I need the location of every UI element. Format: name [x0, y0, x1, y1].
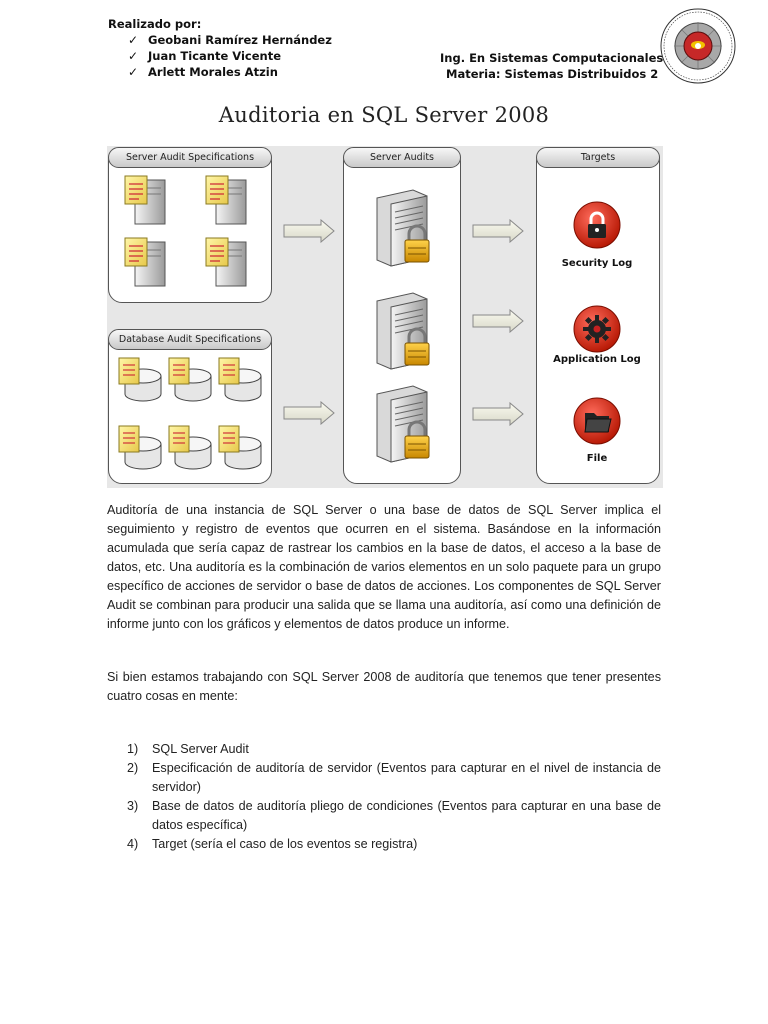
server-spec-icons [124, 175, 247, 287]
locked-server-icon [376, 385, 430, 463]
list-number: 2) [127, 761, 139, 775]
checkmark-icon: ✓ [128, 49, 139, 63]
subject-label: Materia: Sistemas Distribuidos 2 [446, 67, 659, 81]
server-audits-title: Server Audits [343, 147, 461, 168]
audit-diagram: Server Audit Specifications Database Aud… [107, 146, 663, 488]
target-application-log: Application Log [553, 354, 641, 365]
server-spec-icon [124, 175, 166, 225]
page-title: Auditoria en SQL Server 2008 [218, 103, 550, 127]
arrow-right-icon [472, 402, 524, 426]
list-text: SQL Server Audit [152, 742, 249, 756]
arrow-right-icon [472, 309, 524, 333]
database-audit-specs-title: Database Audit Specifications [108, 329, 272, 350]
course-info: Ing. En Sistemas Computacionales Materia… [440, 50, 663, 82]
list-text: Especificación de auditoría de servidor … [152, 761, 661, 794]
author-item: ✓ Geobani Ramírez Hernández [108, 32, 332, 48]
list-number: 4) [127, 837, 139, 851]
server-spec-icon [124, 237, 166, 287]
file-folder-icon [573, 397, 621, 445]
list-item: 4) Target (sería el caso de los eventos … [127, 835, 661, 854]
checkmark-icon: ✓ [128, 65, 139, 79]
arrow-right-icon [283, 219, 335, 243]
server-spec-icon [205, 175, 247, 225]
server-spec-icon [205, 237, 247, 287]
author-item: ✓ Arlett Morales Atzin [108, 64, 332, 80]
four-things-paragraph: Si bien estamos trabajando con SQL Serve… [107, 670, 661, 703]
database-spec-icon [118, 357, 162, 402]
target-security-log: Security Log [561, 258, 633, 269]
database-spec-icon [218, 425, 262, 470]
security-log-lock-icon [573, 201, 621, 249]
list-number: 1) [127, 742, 139, 756]
career-label: Ing. En Sistemas Computacionales [440, 51, 664, 65]
locked-server-icon [376, 292, 430, 370]
database-spec-icon [168, 425, 212, 470]
database-spec-icon [118, 425, 162, 470]
database-spec-icon [168, 357, 212, 402]
list-text: Target (sería el caso de los eventos se … [152, 837, 418, 851]
author-name: Juan Ticante Vicente [148, 49, 282, 63]
list-number: 3) [127, 799, 139, 813]
targets-title: Targets [536, 147, 660, 168]
intro-paragraph: Auditoría de una instancia de SQL Server… [107, 503, 661, 631]
arrow-right-icon [283, 401, 335, 425]
institute-seal-icon [660, 8, 736, 84]
author-item: ✓ Juan Ticante Vicente [108, 48, 332, 64]
author-name: Arlett Morales Atzin [148, 65, 278, 79]
target-file: File [586, 453, 608, 464]
numbered-list: 1) SQL Server Audit 2) Especificación de… [127, 740, 661, 854]
author-name: Geobani Ramírez Hernández [148, 33, 332, 47]
application-log-gear-icon [573, 305, 621, 353]
locked-server-icon [376, 189, 430, 267]
database-spec-icons [118, 357, 262, 470]
list-item: 3) Base de datos de auditoría pliego de … [127, 797, 661, 835]
list-item: 2) Especificación de auditoría de servid… [127, 759, 661, 797]
arrow-right-icon [472, 219, 524, 243]
list-text: Base de datos de auditoría pliego de con… [152, 799, 661, 832]
checkmark-icon: ✓ [128, 33, 139, 47]
server-audit-specs-title: Server Audit Specifications [108, 147, 272, 168]
made-by-label: Realizado por: [108, 17, 202, 31]
list-item: 1) SQL Server Audit [127, 740, 661, 759]
authors-block: Realizado por: ✓ Geobani Ramírez Hernánde… [108, 16, 332, 80]
database-spec-icon [218, 357, 262, 402]
